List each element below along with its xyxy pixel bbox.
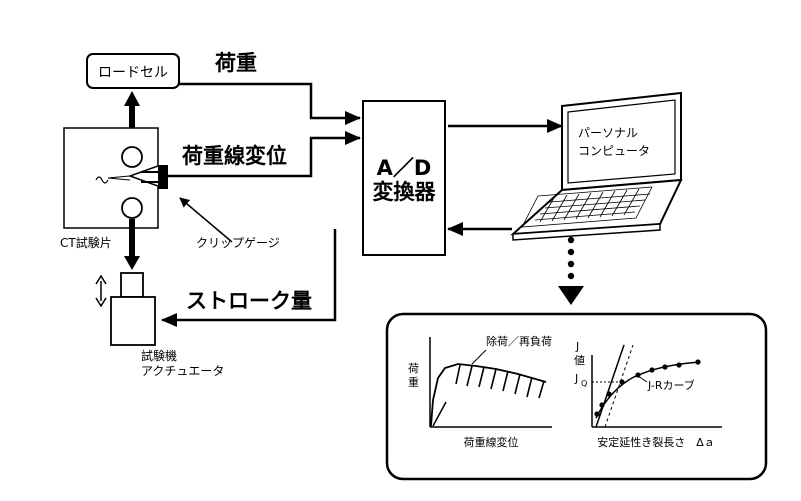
- load-signal-line: 荷重: [179, 51, 361, 125]
- ad-label-line1: A／D: [377, 156, 432, 180]
- left-ylabel-1: 荷: [408, 362, 419, 375]
- clip-gauge-label: クリップゲージ: [196, 236, 280, 250]
- jq-subscript: Q: [581, 379, 587, 388]
- left-ylabel-2: 重: [408, 375, 419, 389]
- j-r-curve-graph: J-Rカーブ J 値 J Q 安定延性き裂長さ Δａ: [574, 340, 722, 449]
- pc-label-line2: コンピュータ: [578, 144, 650, 158]
- load-displacement-graph: 除荷／再負荷 荷 重 荷重線変位: [408, 334, 552, 449]
- unload-reload-label: 除荷／再負荷: [486, 334, 552, 348]
- ct-specimen-label: CT試験片: [60, 235, 112, 250]
- double-arrow-icon: [95, 274, 107, 308]
- keyboard-icon: [521, 186, 653, 228]
- left-xlabel: 荷重線変位: [464, 435, 519, 449]
- stroke-signal-line: ストローク量: [161, 229, 337, 327]
- jq-label: J: [574, 372, 578, 385]
- lower-load-rod: [124, 219, 140, 270]
- actuator-label-line1: 試験機: [141, 348, 177, 363]
- right-xlabel: 安定延性き裂長さ Δａ: [597, 435, 715, 449]
- actuator-label-line2: アクチュエータ: [141, 364, 224, 378]
- ad-converter: A／D 変換器: [362, 100, 446, 256]
- jr-curve-label: J-Rカーブ: [647, 378, 695, 392]
- load-line-displacement-signal: 荷重線変位: [168, 131, 361, 178]
- pc-label-line1: パーソナル: [578, 126, 638, 140]
- stroke-signal-label: ストローク量: [186, 289, 312, 313]
- ct-specimen: CT試験片: [60, 127, 159, 250]
- output-panel: 除荷／再負荷 荷 重 荷重線変位: [385, 312, 768, 481]
- unload-reload-lines: [455, 364, 545, 399]
- clip-gauge: クリップゲージ: [141, 165, 280, 250]
- test-machine-actuator: 試験機 アクチュエータ: [95, 272, 224, 378]
- load-cell: ロードセル: [86, 53, 180, 89]
- dotted-connector: [558, 236, 584, 305]
- right-ylabel-1: J: [575, 340, 579, 353]
- load-cell-label: ロードセル: [98, 65, 168, 81]
- ad-label-line2: 変換器: [373, 180, 437, 204]
- data-points: [594, 359, 701, 417]
- load-line-displacement-label: 荷重線変位: [182, 144, 287, 168]
- personal-computer: パーソナル コンピュータ: [510, 91, 683, 241]
- load-signal-label: 荷重: [215, 51, 257, 75]
- right-ylabel-2: 値: [574, 354, 585, 367]
